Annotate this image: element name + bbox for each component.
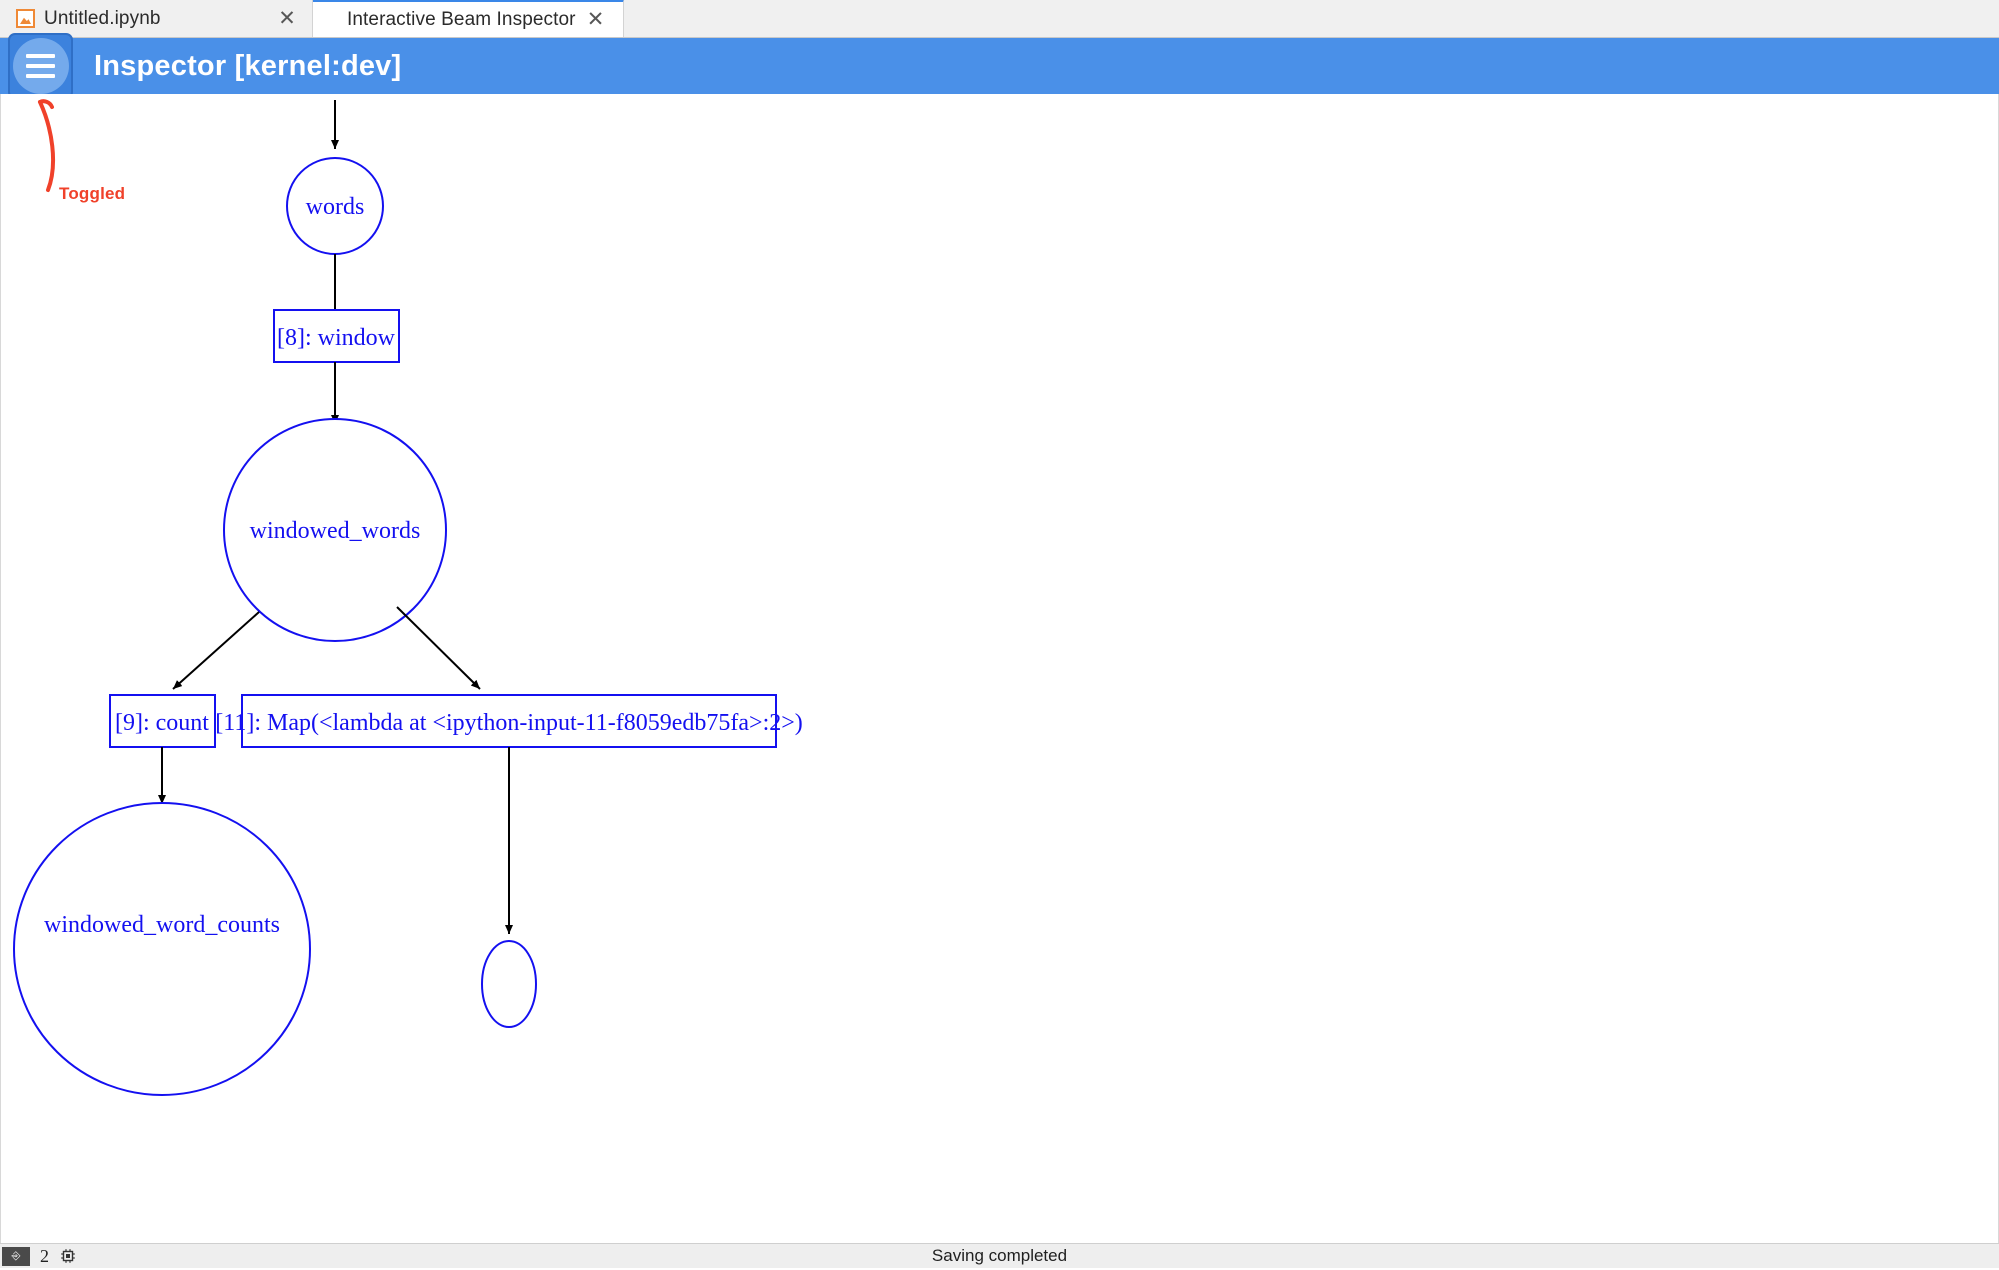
tab-bar: Untitled.ipynb ✕ Interactive Beam Inspec… <box>0 0 1999 38</box>
node-label: [8]: window <box>277 325 396 351</box>
close-icon[interactable]: ✕ <box>276 8 298 29</box>
inspector-header: Inspector [kernel:dev] <box>0 38 1999 94</box>
graph-node-unnamed-pcoll[interactable] <box>482 941 536 1027</box>
node-label: windowed_words <box>250 518 421 544</box>
annotation-label: Toggled <box>59 184 125 204</box>
graph-node-map[interactable]: [11]: Map(<lambda at <ipython-input-11-f… <box>215 695 803 747</box>
menu-toggle-button[interactable] <box>8 33 73 99</box>
close-icon[interactable]: ✕ <box>585 9 607 30</box>
tab-bar-filler <box>624 0 1999 37</box>
notebook-icon <box>16 9 35 28</box>
graph-node-words[interactable]: words <box>287 158 383 254</box>
tab-label: Untitled.ipynb <box>44 8 267 30</box>
status-message: Saving completed <box>0 1246 1999 1266</box>
graph-edge <box>397 607 480 689</box>
node-label: windowed_word_counts <box>44 912 280 938</box>
pipeline-graph: words [8]: window windowed_words [9]: co… <box>1 94 1998 1267</box>
graph-node-windowed-words[interactable]: windowed_words <box>224 419 446 641</box>
graph-node-windowed-word-counts[interactable]: windowed_word_counts <box>14 803 310 1095</box>
page-title: Inspector [kernel:dev] <box>94 50 401 83</box>
tab-untitled-ipynb[interactable]: Untitled.ipynb ✕ <box>0 0 313 37</box>
graph-node-count[interactable]: [9]: count <box>110 695 215 747</box>
node-label: [9]: count <box>115 710 209 736</box>
node-label: [11]: Map(<lambda at <ipython-input-11-f… <box>215 710 803 736</box>
node-label: words <box>306 194 365 220</box>
graph-node-window[interactable]: [8]: window <box>274 310 399 362</box>
tab-interactive-beam-inspector[interactable]: Interactive Beam Inspector ✕ <box>313 0 624 37</box>
status-bar: ⎆ 2 Saving completed <box>0 1243 1999 1268</box>
inspector-graph-canvas[interactable]: words [8]: window windowed_words [9]: co… <box>0 94 1999 1268</box>
graph-edge <box>173 612 259 689</box>
tab-label: Interactive Beam Inspector <box>347 9 576 31</box>
hamburger-icon <box>13 38 69 94</box>
